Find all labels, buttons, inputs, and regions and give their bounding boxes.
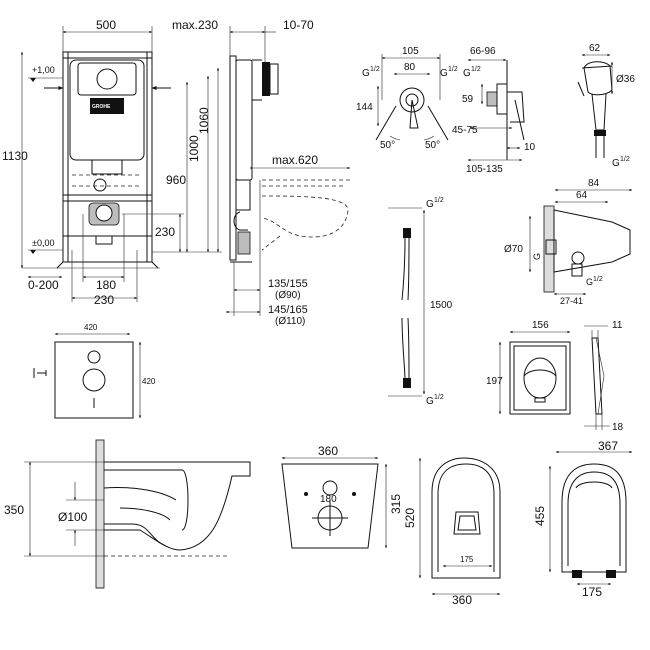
- bidet-mixer-drawing: 105 80 G 1/2 G 1/2 50° 50° 144 66-96 G 1…: [356, 46, 536, 175]
- label-bottom-230: 230: [94, 293, 114, 307]
- grohe-logo-text: GROHE: [92, 104, 111, 110]
- label-height-1060: 1060: [197, 107, 211, 134]
- label-seat-175: 175: [582, 585, 602, 599]
- flush-plate-side: [262, 62, 270, 96]
- label-g-elbow-a: G: [532, 253, 542, 260]
- label-45-75: 45-75: [452, 125, 478, 136]
- label-max-230: max.230: [172, 18, 218, 32]
- toilet-bowl-rear-view: 360 180 315: [281, 444, 403, 549]
- label-g-left: G: [362, 68, 370, 79]
- label-spacing-180: 180: [320, 494, 337, 505]
- svg-text:1/2: 1/2: [471, 66, 481, 73]
- installation-frame-side-view: max.230 10-70 max.620 135/155 (Ø90) 145/…: [172, 18, 351, 327]
- label-156: 156: [532, 320, 549, 331]
- label-18: 18: [612, 422, 624, 433]
- label-mat-width: 420: [84, 323, 98, 332]
- level-zero: ±0,00: [32, 238, 54, 248]
- label-d110: (Ø110): [275, 316, 305, 327]
- label-height-1000: 1000: [187, 135, 201, 162]
- wall-elbow-drawing: 84 64 Ø70 G G 1/2 27-41: [504, 178, 633, 306]
- shower-hose-drawing: G 1/2 G 1/2 1500: [388, 197, 453, 407]
- label-bowl-height-350: 350: [4, 503, 24, 517]
- label-105-135: 105-135: [466, 164, 503, 175]
- label-max-620: max.620: [272, 153, 318, 167]
- label-11: 11: [612, 320, 623, 331]
- label-plan-520: 520: [403, 508, 417, 528]
- label-g-hose-top: G: [426, 199, 434, 210]
- label-height-1130: 1130: [2, 149, 28, 163]
- label-64: 64: [576, 190, 588, 201]
- label-g-mixer-side: G: [463, 68, 471, 79]
- label-hose-length: 1500: [430, 300, 453, 311]
- label-seat-width: 367: [598, 439, 618, 453]
- installation-frame-front-view: 500 GROHE +1,00 ±0,00 1130: [2, 18, 222, 307]
- label-197: 197: [486, 376, 503, 387]
- grohe-logo-badge: [90, 98, 124, 114]
- label-seat-height: 455: [533, 506, 547, 526]
- label-62: 62: [589, 43, 601, 54]
- svg-text:1/2: 1/2: [434, 394, 444, 401]
- label-d70: Ø70: [504, 244, 523, 255]
- toilet-seat-drawing: 367 455 175: [533, 439, 633, 599]
- label-plan-360: 360: [452, 593, 472, 607]
- label-145-165: 145/165: [268, 304, 308, 316]
- label-g-hose-bottom: G: [426, 396, 434, 407]
- label-bottom-180: 180: [96, 278, 116, 292]
- svg-text:1/2: 1/2: [593, 276, 603, 283]
- label-84: 84: [588, 178, 600, 189]
- label-d36: Ø36: [616, 74, 635, 85]
- label-frame-width: 500: [96, 18, 116, 32]
- label-105: 105: [402, 46, 419, 57]
- label-66-96: 66-96: [470, 46, 496, 57]
- label-d90: (Ø90): [275, 290, 301, 301]
- hand-shower-drawing: 62 Ø36 G 1/2: [577, 43, 635, 169]
- label-27-41: 27-41: [560, 296, 583, 306]
- label-bottom-0-200: 0-200: [28, 278, 59, 292]
- label-80: 80: [404, 62, 416, 73]
- label-d100: Ø100: [58, 510, 88, 524]
- sound-insulation-mat-drawing: 420 420: [33, 323, 156, 419]
- label-g-elbow-b: G: [586, 277, 593, 287]
- svg-text:1/2: 1/2: [620, 156, 630, 163]
- svg-text:1/2: 1/2: [448, 66, 458, 73]
- level-top: +1,00: [32, 65, 55, 75]
- label-bowl-315: 315: [389, 494, 403, 514]
- label-144: 144: [356, 102, 373, 113]
- flush-plate-drawing: 156 197 11 18: [486, 320, 624, 433]
- label-135-155: 135/155: [268, 278, 308, 290]
- label-height-960: 960: [166, 173, 186, 187]
- label-g-shower: G: [612, 158, 620, 169]
- label-10: 10: [524, 142, 536, 153]
- svg-text:1/2: 1/2: [434, 197, 444, 204]
- label-angle-right: 50°: [425, 140, 440, 151]
- label-height-230: 230: [155, 225, 175, 239]
- label-mat-height: 420: [142, 377, 156, 386]
- label-59: 59: [462, 94, 474, 105]
- label-angle-left: 50°: [380, 140, 395, 151]
- toilet-bowl-plan-view: 175 520 360: [403, 457, 501, 607]
- label-bowl-width-360: 360: [318, 444, 338, 458]
- label-adjust-10-70: 10-70: [283, 18, 314, 32]
- svg-text:1/2: 1/2: [370, 66, 380, 73]
- label-g-right: G: [440, 68, 448, 79]
- label-plan-175: 175: [460, 555, 474, 564]
- toilet-bowl-side-view: 350 Ø100: [4, 439, 251, 589]
